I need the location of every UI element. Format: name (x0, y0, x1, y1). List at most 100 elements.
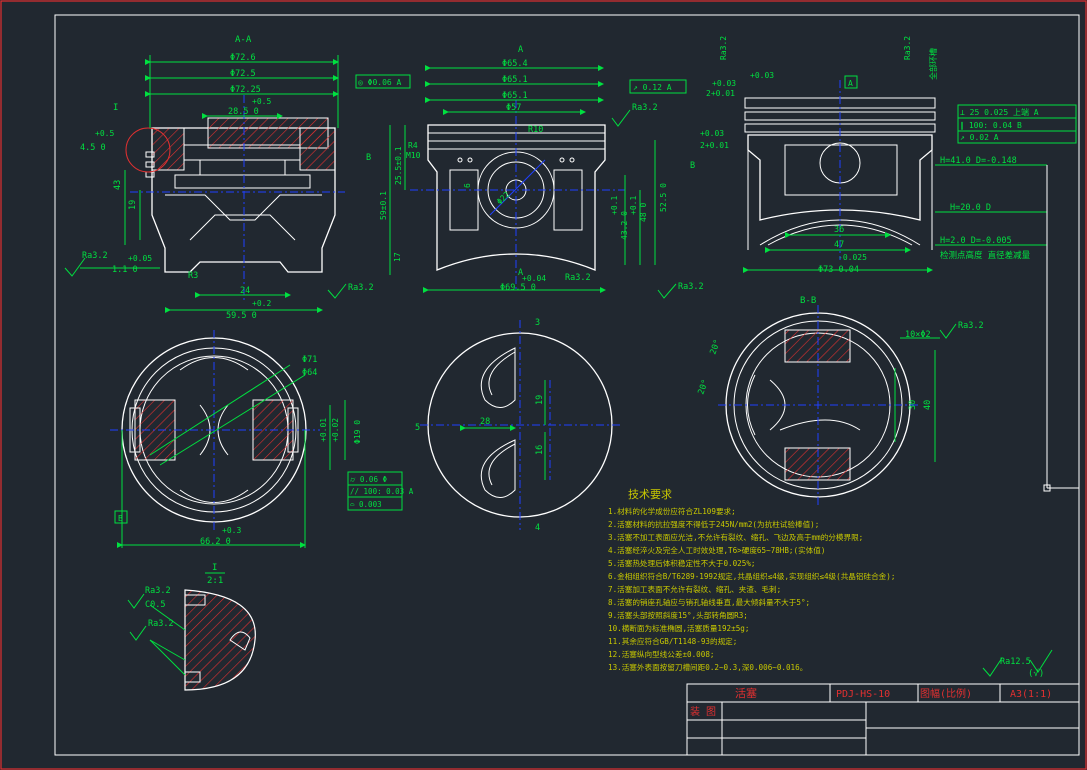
crown-top-view: 3 5 28 19 16 4 (415, 318, 620, 533)
note-11: 11.其余应符合GB/T1148-93的规定; (608, 636, 737, 646)
title-drawing-ref: 装 图 (690, 705, 716, 718)
tolerance-perpendicularity: ⊥ 25 0.025 上端 A (960, 107, 1039, 117)
dim-20deg-b: 20° (696, 378, 711, 396)
front-elevation-view: A A B B Φ65.4 Φ65.1 Φ65.1 (366, 45, 704, 299)
dim-5: 5 (415, 423, 420, 433)
dim-4: 4 (535, 523, 540, 533)
title-sheet-label: 图幅(比例) (920, 687, 972, 700)
note-9: 9.活塞头部按照斜度15°,头部转角圆R3; (608, 610, 748, 620)
ra-left-1: Ra3.2 (82, 251, 108, 261)
note-4: 4.活塞经淬火及完全人工时效处理,T6>硬度65~78HB;(实体值) (608, 545, 825, 555)
dim-3: 3 (535, 318, 540, 328)
tolerance-concentricity: ◎ Φ0.06 A (358, 78, 402, 87)
note-2: 2.活塞材料的抗拉强度不得低于245N/mm2(为抗柱试验棒值); (608, 519, 819, 529)
inner-frame (54, 14, 1080, 756)
dim-plus0-5-top: +0.5 (252, 97, 271, 106)
dim-43-2: 43.2 0 (620, 211, 629, 240)
height-table-caption: 检测点高度 直径差减量 (940, 250, 1031, 261)
notes-title: 技术要求 (628, 488, 672, 501)
dim-plus0-1-a: +0.1 (610, 196, 619, 215)
section-aa-view: A-A I Φ72.6 Φ (64, 35, 411, 321)
dim-phi72-6: Φ72.6 (230, 53, 256, 63)
dim-30: 30 (908, 400, 918, 410)
view-b-box (114, 510, 128, 524)
dim-phi65-4: Φ65.4 (502, 59, 528, 69)
height-row-2: H=20.0 D (950, 203, 991, 213)
detail-scale: 2:1 (207, 576, 223, 586)
dim-59: 59±0.1 (379, 191, 388, 220)
dim-r3: R3 (188, 271, 198, 281)
note-7: 7.活塞加工表面不允许有裂纹、缩孔、夹渣、毛刺; (608, 584, 781, 594)
dim-47: 47 (834, 240, 844, 250)
dim-phi65-1-a: Φ65.1 (502, 75, 528, 85)
ra-parenthesis: (√) (1028, 668, 1044, 679)
dim-minus0-025: -0.025 (838, 253, 867, 262)
dim-20deg-a: 20° (708, 338, 723, 356)
dim-10xphi2: 10×Φ2 (905, 330, 931, 340)
tolerance-table (957, 104, 1077, 144)
dim-6: 6 (463, 183, 472, 188)
view-a-label-top: A (518, 45, 523, 55)
detail-marker-label: I (113, 103, 118, 113)
dim-plus0-05: +0.05 (128, 254, 152, 263)
grip-handle[interactable] (1043, 484, 1051, 492)
dim-plus0-03-c: +0.03 (700, 129, 724, 138)
dim-19: 19 (128, 200, 138, 210)
tolerance-bottom-1: ⌭ 0.06 Φ (350, 475, 387, 484)
dim-plus0-02: +0.02 (331, 418, 340, 442)
section-bb-view: B-B 20° 20° 10×Φ2 30 40 Ra3.2 (696, 296, 984, 505)
dim-43: 43 (113, 180, 123, 190)
side-elevation-view: +0.03 +0.03 2+0.01 +0.03 2+0.01 36 47 -0… (700, 36, 1077, 488)
dim-plus0-03-a: +0.03 (750, 71, 774, 80)
detail-i-view: I 2:1 Ra3.2 C0.5 Ra3.2 (127, 563, 256, 691)
note-10: 10.横断面为标准椭圆,活塞质量192±5g; (608, 623, 749, 633)
dim-24: 24 (240, 286, 250, 296)
dim-r10: R10 (528, 125, 543, 135)
dim-plus0-1-b: +0.1 (629, 196, 638, 215)
note-5: 5.活塞热处理后体积稳定性不大于0.025%; (608, 558, 755, 568)
dim-2-plus0-01-a: 2+0.01 (706, 89, 735, 98)
title-block: 活塞 PDJ-HS-10 图幅(比例) A3(1:1) 装 图 (686, 683, 1080, 756)
dim-28-5: 28.5 0 (228, 107, 259, 117)
section-aa-label: A-A (235, 35, 252, 45)
tolerance-runout-right: ↗ 0.02 A (960, 133, 999, 142)
dim-phi19: Φ19 0 (353, 420, 362, 444)
bottom-plan-view: Φ71 Φ64 +0.01 +0.02 Φ19 0 +0.3 66.2 0 B … (110, 330, 414, 548)
tolerance-table-bottom (347, 471, 403, 511)
dim-phi73: Φ73-0.04 (818, 265, 859, 275)
note-13: 13.活塞外表面按留刀槽间距0.2~0.3,深0.006~0.016。 (608, 662, 807, 672)
tolerance-parallelism: ∥ 100: 0.04 B (960, 121, 1022, 130)
dim-40: 40 (923, 400, 933, 410)
dim-66-2: 66.2 0 (200, 537, 231, 547)
ra-left-2: Ra3.2 (348, 283, 374, 293)
ra-general: Ra12.5 (1000, 657, 1031, 667)
tolerance-bottom-2: // 100: 0.03 A (350, 487, 414, 496)
detail-ra-2: Ra3.2 (148, 619, 174, 629)
ra-mid-1: Ra3.2 (632, 103, 658, 113)
note-1: 1.材料的化学成份应符合ZL109要求; (608, 506, 736, 516)
dim-phi72-5: Φ72.5 (230, 69, 256, 79)
dim-4-5: 4.5 0 (80, 143, 106, 153)
general-roughness-symbol: Ra12.5 (√) (982, 649, 1053, 679)
dim-phi71: Φ71 (302, 355, 317, 365)
view-a-box-right (844, 75, 858, 89)
note-12: 12.活塞纵向型线公差±0.008; (608, 649, 714, 659)
height-row-1: H=41.0 D=-0.148 (940, 156, 1017, 166)
dim-52-5: 52.5 0 (659, 183, 668, 212)
dim-phi69-5: Φ69.5 0 (500, 283, 536, 293)
dim-plus0-01: +0.01 (319, 418, 328, 442)
dim-1-1: 1.1 0 (112, 265, 138, 275)
dim-17: 17 (393, 252, 402, 262)
dim-r4: R4 (408, 141, 418, 150)
detail-label: I (212, 563, 217, 573)
dim-16: 16 (535, 445, 545, 455)
dim-m10: M10 (406, 151, 421, 160)
note-8: 8.活塞的销座孔轴应与销孔轴线垂直,最大倾斜量不大于5°; (608, 597, 810, 607)
view-b-label-left: B (366, 153, 371, 163)
ra-mid-3: Ra3.2 (678, 282, 704, 292)
view-b-label-bottom: B (118, 514, 123, 523)
view-a-label-bottom: A (518, 268, 523, 278)
dim-36: 36 (834, 225, 844, 235)
